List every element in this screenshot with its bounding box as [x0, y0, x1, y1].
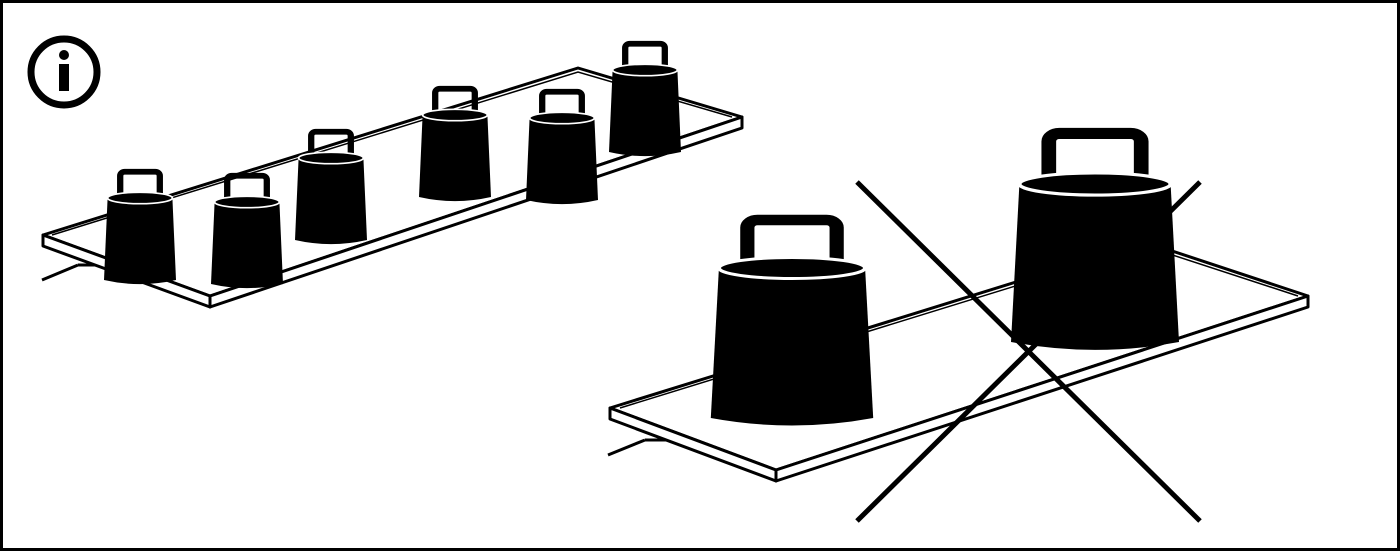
cross-mark-icon: [855, 180, 1202, 523]
incorrect-shelf-scene: [607, 133, 1310, 523]
info-icon: [27, 35, 101, 109]
correct-shelf-scene: [41, 44, 744, 309]
